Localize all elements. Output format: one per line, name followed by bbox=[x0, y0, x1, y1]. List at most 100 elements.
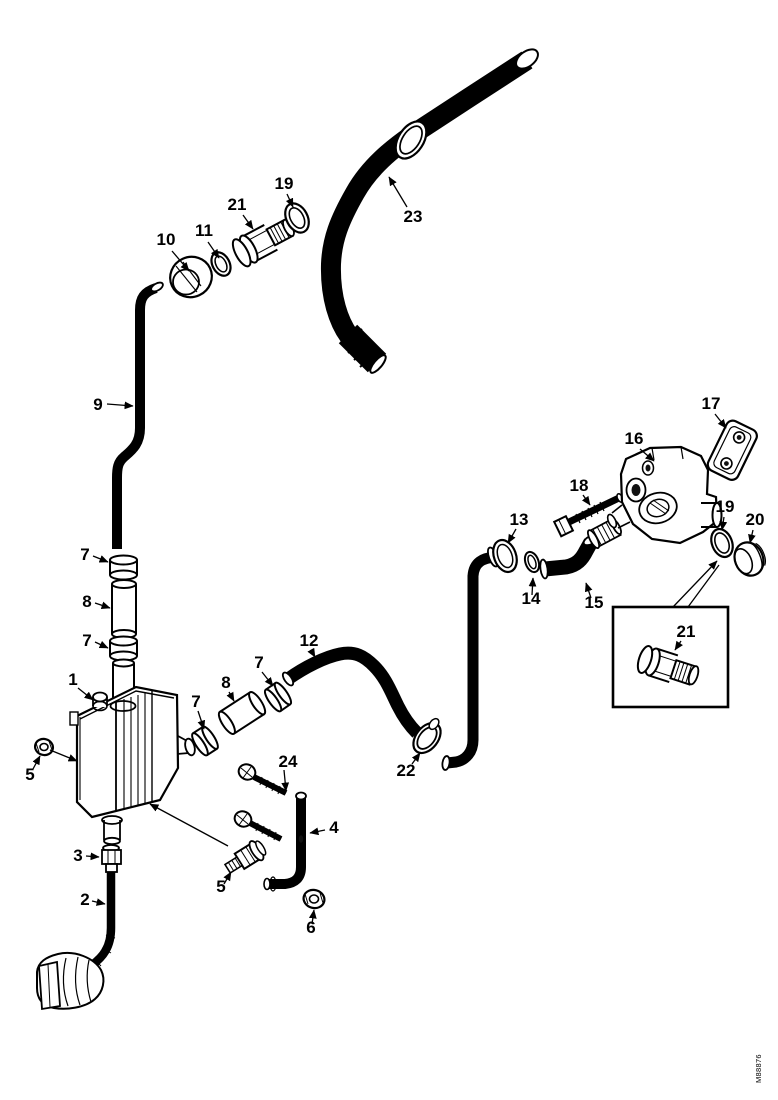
callout-label: 10 bbox=[157, 230, 176, 249]
callout-5: 5 bbox=[25, 755, 41, 784]
callout-8: 8 bbox=[221, 673, 235, 702]
figure-code: M88876 bbox=[754, 1054, 763, 1083]
callout-label: 3 bbox=[73, 846, 82, 865]
nut-6 bbox=[302, 888, 326, 910]
callout-label: 5 bbox=[216, 877, 225, 896]
adapter-fitting-21-top bbox=[231, 218, 295, 268]
reservoir-tank-part bbox=[69, 685, 196, 846]
l-pipe-part bbox=[263, 791, 307, 892]
clamp-7c bbox=[191, 725, 219, 757]
callout-label: 6 bbox=[306, 918, 315, 937]
flanged-nut-part bbox=[169, 255, 213, 299]
callout-label: 12 bbox=[300, 631, 319, 650]
callout-3: 3 bbox=[73, 846, 100, 865]
callout-label: 7 bbox=[191, 692, 200, 711]
clamp-7a bbox=[109, 554, 138, 581]
callout-7: 7 bbox=[254, 653, 274, 687]
callout-label: 14 bbox=[522, 589, 541, 608]
callout-label: 11 bbox=[195, 221, 213, 240]
s-tube-part bbox=[112, 281, 164, 549]
o-ring-19-top bbox=[284, 202, 310, 234]
callout-24: 24 bbox=[279, 752, 298, 792]
callout-15: 15 bbox=[585, 582, 604, 612]
callout-1: 1 bbox=[68, 670, 94, 701]
callout-4: 4 bbox=[309, 818, 339, 837]
callout-17: 17 bbox=[702, 394, 727, 429]
callout-label: 9 bbox=[93, 395, 102, 414]
callout-label: 19 bbox=[275, 174, 294, 193]
callout-label: 15 bbox=[585, 593, 604, 612]
callout-label: 7 bbox=[254, 653, 263, 672]
callout-label: 17 bbox=[702, 394, 721, 413]
callout-label: 24 bbox=[279, 752, 298, 771]
callout-label: 4 bbox=[329, 818, 339, 837]
aux-lines-layer bbox=[49, 560, 720, 847]
clamp-7b bbox=[109, 635, 138, 662]
bolt-24b bbox=[233, 810, 283, 842]
callout-19: 19 bbox=[275, 174, 294, 208]
callout-label: 18 bbox=[570, 476, 589, 495]
callout-14: 14 bbox=[522, 577, 541, 608]
callout-label: 20 bbox=[746, 510, 765, 529]
return-pipe-part bbox=[441, 551, 496, 771]
hose-ferrule bbox=[338, 324, 387, 374]
callout-7: 7 bbox=[80, 545, 109, 564]
callout-22: 22 bbox=[397, 752, 421, 780]
callout-label: 23 bbox=[404, 207, 423, 226]
hose-stub-8b bbox=[217, 691, 267, 735]
callout-label: 16 bbox=[625, 429, 644, 448]
callout-6: 6 bbox=[306, 909, 317, 937]
clamp-22 bbox=[412, 717, 442, 755]
callout-label: 2 bbox=[80, 890, 89, 909]
hose-end-connector bbox=[36, 952, 105, 1011]
adapter-fitting-21-inset bbox=[636, 645, 700, 686]
housing-part bbox=[606, 445, 723, 545]
callout-23: 23 bbox=[388, 176, 423, 226]
callout-5: 5 bbox=[216, 871, 232, 896]
callout-2: 2 bbox=[80, 890, 106, 909]
callout-label: 21 bbox=[228, 195, 247, 214]
inset-detail-box bbox=[611, 605, 730, 709]
callout-label: 22 bbox=[397, 761, 416, 780]
callout-13: 13 bbox=[507, 510, 529, 544]
callout-label: 5 bbox=[25, 765, 34, 784]
hose-clamp bbox=[394, 120, 428, 160]
hose-stub-8a bbox=[111, 579, 137, 639]
callout-16: 16 bbox=[625, 429, 655, 462]
lower-hose-part bbox=[36, 872, 116, 1011]
callout-label: 7 bbox=[80, 545, 89, 564]
callout-21: 21 bbox=[674, 622, 696, 651]
callout-10: 10 bbox=[157, 230, 190, 272]
sensor-plug-part bbox=[223, 840, 267, 875]
callout-label: 8 bbox=[221, 673, 230, 692]
callout-label: 21 bbox=[677, 622, 696, 641]
cap-part-20 bbox=[733, 541, 766, 577]
callout-7: 7 bbox=[82, 631, 109, 650]
callout-7: 7 bbox=[191, 692, 206, 730]
callout-label: 7 bbox=[82, 631, 91, 650]
callout-12: 12 bbox=[300, 631, 319, 658]
callout-label: 13 bbox=[510, 510, 529, 529]
o-ring-19-right bbox=[710, 527, 734, 559]
nut-5 bbox=[33, 737, 55, 757]
callout-19: 19 bbox=[716, 497, 735, 531]
middle-hose-part bbox=[281, 646, 422, 738]
callout-20: 20 bbox=[746, 510, 765, 544]
bolt-24a bbox=[237, 763, 288, 796]
clamp-7d bbox=[263, 681, 293, 713]
ring-14 bbox=[523, 550, 541, 574]
callout-9: 9 bbox=[93, 395, 134, 414]
callout-11: 11 bbox=[195, 221, 220, 259]
callout-8: 8 bbox=[82, 592, 111, 611]
stud-bolt-part bbox=[552, 493, 624, 538]
outlet-fitting-part bbox=[101, 844, 122, 873]
callout-label: 1 bbox=[68, 670, 77, 689]
callout-label: 19 bbox=[716, 497, 735, 516]
callout-18: 18 bbox=[570, 476, 591, 506]
flange-plate-part bbox=[706, 419, 758, 481]
hose-coupler-13 bbox=[487, 538, 518, 574]
upper-hose-part bbox=[320, 48, 539, 374]
